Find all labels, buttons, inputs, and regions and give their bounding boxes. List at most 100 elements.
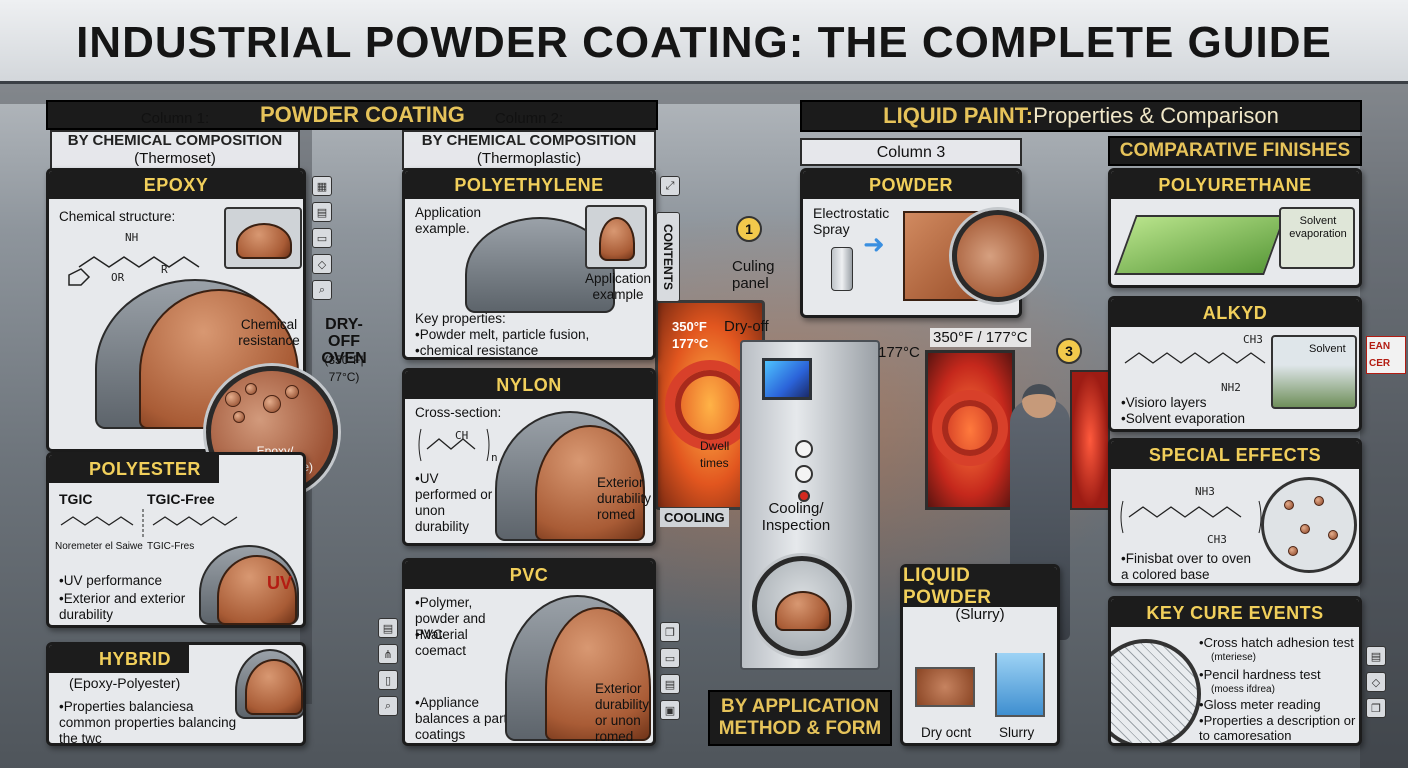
card-epoxy: EPOXY Chemical structure: NH R OR Chemic… <box>46 168 306 452</box>
alkyd-inset: Solvent <box>1271 335 1357 409</box>
tab-diamond-icon[interactable]: ◇ <box>1366 672 1386 692</box>
card-nylon-title: NYLON <box>405 371 653 399</box>
column-3-header: Column 3 <box>800 138 1022 166</box>
powder-magnifier <box>952 210 1044 302</box>
card-nylon: NYLON Cross-section: CH n UV performed o… <box>402 368 656 546</box>
card-special-effects: SPECIAL EFFECTS NH3 CH3 Finisbat over to… <box>1108 438 1362 586</box>
tab-table-icon[interactable]: ▤ <box>312 202 332 222</box>
card-liquid-powder: LIQUID POWDER (Slurry) Dry ocnt Slurry <box>900 564 1060 746</box>
card-pvc: PVC Polymer, powder and PVC Material coe… <box>402 558 656 746</box>
tab-list-icon[interactable]: ▤ <box>378 618 398 638</box>
tab-page-icon[interactable]: ▯ <box>378 670 398 690</box>
card-epoxy-title: EPOXY <box>49 171 303 199</box>
tab-network-icon[interactable]: ⋔ <box>378 644 398 664</box>
tab-doc-icon[interactable]: ▤ <box>660 674 680 694</box>
step-badge-1: 1 <box>736 216 762 242</box>
step-badge-3: 3 <box>1056 338 1082 364</box>
epoxy-molecule-diagram <box>68 256 200 286</box>
oven-temp-label: 350°F 177°C <box>672 319 709 351</box>
polyester-tgic: TGIC <box>59 491 93 507</box>
card-key-cure-events-title: KEY CURE EVENTS <box>1111 599 1359 627</box>
column-2-title: BY CHEMICAL COMPOSITION <box>421 132 637 149</box>
tab-copy-icon[interactable]: ❐ <box>1366 698 1386 718</box>
polyethylene-bullet-2: chemical resistance <box>415 343 539 357</box>
nylon-chain-diagram <box>418 428 490 462</box>
by-application-banner: BY APPLICATION METHOD & FORM <box>708 690 892 746</box>
nylon-callout: Exterior durability romed <box>597 475 652 522</box>
temp-350-177-label: 350°F / 177°C <box>930 328 1031 347</box>
control-screen <box>762 358 812 400</box>
cure-note-2: (moess ifdrea) <box>1211 684 1275 695</box>
tab-grid-icon[interactable]: ▦ <box>312 176 332 196</box>
polyurethane-inset: Solvent evaporation <box>1279 207 1355 269</box>
column-2-left-tabs: ▤ ⋔ ▯ ⌕ <box>378 618 398 716</box>
card-polyester: POLYESTER TGIC TGIC-Free Noremeter el Sa… <box>46 452 306 628</box>
special-effects-molecule-diagram <box>1120 500 1262 534</box>
epoxy-inset <box>224 207 302 269</box>
special-effects-chem-ch3: CH3 <box>1207 533 1227 546</box>
polyurethane-inset-text: Solvent evaporation <box>1289 215 1347 240</box>
page-title: INDUSTRIAL POWDER COATING: THE COMPLETE … <box>76 18 1332 67</box>
liquid-powder-left-caption: Dry ocnt <box>921 725 972 740</box>
contents-tab[interactable]: CONTENTS <box>656 212 680 302</box>
tab-image-icon[interactable]: ▣ <box>660 700 680 720</box>
tab-expand-icon[interactable]: ⤢ <box>660 176 680 196</box>
by-application-line-1: BY APPLICATION <box>721 696 879 717</box>
liquid-powder-right-caption: Slurry <box>999 725 1035 740</box>
epoxy-callout: Chemical resistance <box>238 317 300 348</box>
dry-off-oven-label: DRY-OFF OVEN <box>321 316 367 367</box>
tab-tag-icon[interactable]: ◇ <box>312 254 332 274</box>
gauge-icon <box>795 440 813 458</box>
dry-off-label: Dry-off <box>724 318 769 335</box>
pvc-bullet-3: Appliance balances a part coatings <box>415 695 525 743</box>
column-2-label: Column 2: <box>494 110 564 127</box>
tab-search-icon[interactable]: ⌕ <box>378 696 398 716</box>
card-key-cure-events: KEY CURE EVENTS Cross hatch adhesion tes… <box>1108 596 1362 746</box>
epoxy-chem-or: OR <box>111 271 125 284</box>
nylon-bullet-1: UV performed or unon durability <box>415 471 495 535</box>
alkyd-chem-nh2: NH2 <box>1221 381 1241 394</box>
powder-spray-label: Electrostatic Spray <box>813 205 890 237</box>
pvc-coating <box>545 607 651 741</box>
card-hybrid-title: HYBRID <box>49 645 189 673</box>
card-alkyd-title: ALKYD <box>1111 299 1359 327</box>
dry-powder-tray <box>915 667 975 707</box>
tab-search-icon[interactable]: ⌕ <box>312 280 332 300</box>
cross-hatch-magnifier <box>1111 639 1201 743</box>
alkyd-bullet-2: Solvent evaporation <box>1121 411 1245 427</box>
polyurethane-layer-stack <box>1114 215 1286 275</box>
tab-window-icon[interactable]: ▭ <box>660 648 680 668</box>
powder-coating-banner: POWDER COATING <box>46 100 658 130</box>
tab-car-icon[interactable]: ▭ <box>312 228 332 248</box>
nylon-chem-n: n <box>491 451 498 464</box>
column-1-title: BY CHEMICAL COMPOSITION <box>67 132 283 149</box>
column-1-side-tabs: ▦ ▤ ▭ ◇ ⌕ <box>312 176 332 300</box>
cure-bullet-3: Gloss meter reading <box>1199 697 1359 712</box>
spray-arrow-icon: ➜ <box>863 229 885 259</box>
liquid-powder-subtitle: (Slurry) <box>955 606 1005 623</box>
column-2-sub: (Thermoplastic) <box>476 150 582 167</box>
liquid-paint-bold: LIQUID PAINT: <box>883 103 1034 128</box>
epoxy-chem-nh: NH <box>125 231 139 244</box>
gauge-icon <box>795 465 813 483</box>
alkyd-bullet-1: Visioro layers <box>1121 395 1207 411</box>
card-pvc-title: PVC <box>405 561 653 589</box>
column-1-header: Column 1: BY CHEMICAL COMPOSITION (Therm… <box>50 110 300 170</box>
liquid-paint-banner: LIQUID PAINT: Properties & Comparison <box>800 100 1362 132</box>
alkyd-inset-text: Solvent <box>1309 343 1346 355</box>
tab-copy-icon[interactable]: ❐ <box>660 622 680 642</box>
polyester-bullet-1: UV performance <box>59 573 162 589</box>
special-effects-chem-nh3: NH3 <box>1195 485 1215 498</box>
red-button-icon <box>798 490 810 502</box>
polyethylene-inset <box>585 205 647 269</box>
tab-notes-icon[interactable]: ▤ <box>1366 646 1386 666</box>
nylon-cross-label: Cross-section: <box>415 405 502 420</box>
polyethylene-key-heading: Key properties: <box>415 311 506 326</box>
column-1-sub: (Thermoset) <box>134 150 216 167</box>
cure-bullet-1: Cross hatch adhesion test <box>1199 635 1359 650</box>
polyethylene-app-callout: Application example <box>584 271 652 302</box>
card-polyethylene-title: POLYETHYLENE <box>405 171 653 199</box>
column-2-header: Column 2: BY CHEMICAL COMPOSITION (Therm… <box>402 110 656 170</box>
worker-head <box>1022 384 1056 418</box>
epoxy-chem-r: R <box>161 263 168 276</box>
